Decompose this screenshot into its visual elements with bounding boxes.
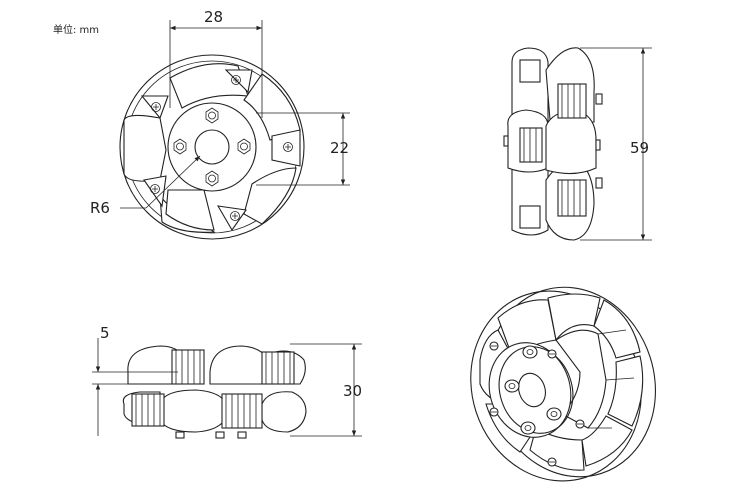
side-height-label: 59 <box>630 139 649 157</box>
side-view: 59 <box>503 47 652 241</box>
isometric-view <box>470 286 656 482</box>
bottom-height-label: 30 <box>343 382 362 400</box>
bottom-offset-label: 5 <box>100 324 110 342</box>
front-height-label: 22 <box>330 139 349 157</box>
hub-radius-label: R6 <box>90 199 110 217</box>
front-view: R6 28 22 <box>90 8 350 240</box>
bottom-view: 5 30 <box>92 324 362 439</box>
front-width-label: 28 <box>204 8 223 26</box>
unit-label: 单位: mm <box>53 25 100 36</box>
